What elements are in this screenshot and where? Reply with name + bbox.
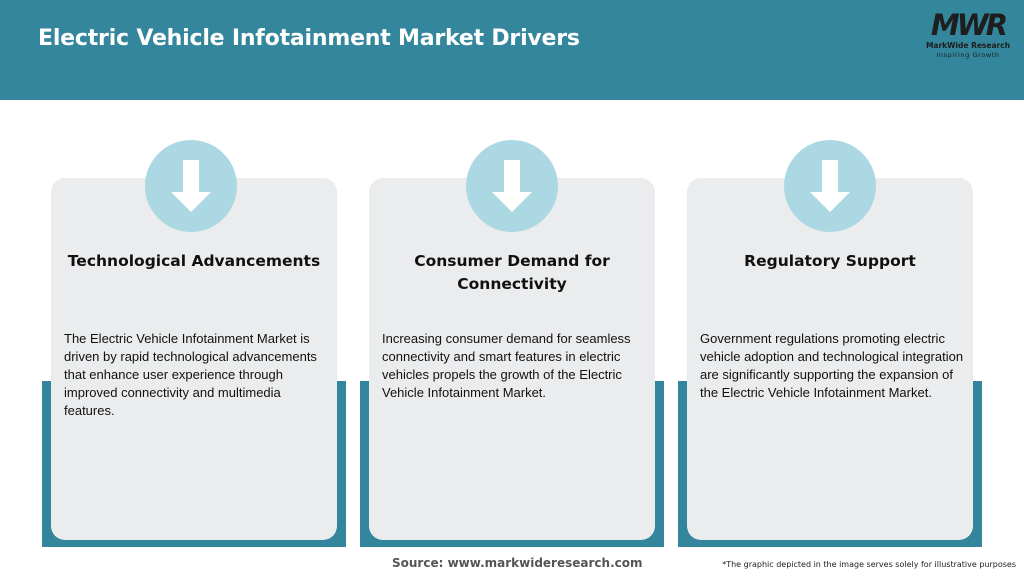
markwide-logo[interactable]: MWR MarkWide Research Inspiring Growth [922,8,1014,59]
card-title-1: Technological Advancements [67,252,321,270]
page-title: Electric Vehicle Infotainment Market Dri… [38,26,580,51]
driver-card-3: Regulatory Support Government regulation… [687,178,973,540]
card-text-1: The Electric Vehicle Infotainment Market… [64,331,317,418]
card-text-3: Government regulations promoting electri… [700,331,964,400]
driver-card-2: Consumer Demand for Connectivity Increas… [369,178,655,540]
logo-name: MarkWide Research [925,41,1011,50]
logo-tagline: Inspiring Growth [936,51,1000,59]
logo-mark: MWR [930,8,1008,42]
down-arrow-icon [466,140,558,232]
down-arrow-icon [784,140,876,232]
header-banner: Electric Vehicle Infotainment Market Dri… [0,0,1024,100]
card-text-2: Increasing consumer demand for seamless … [382,331,631,400]
disclaimer-note: *The graphic depicted in the image serve… [722,560,1016,569]
card-title-2: Consumer Demand for Connectivity [414,252,610,293]
driver-card-1: Technological Advancements The Electric … [51,178,337,540]
card-title-3: Regulatory Support [744,252,916,270]
source-link[interactable]: Source: www.markwideresearch.com [392,556,643,570]
down-arrow-icon [145,140,237,232]
